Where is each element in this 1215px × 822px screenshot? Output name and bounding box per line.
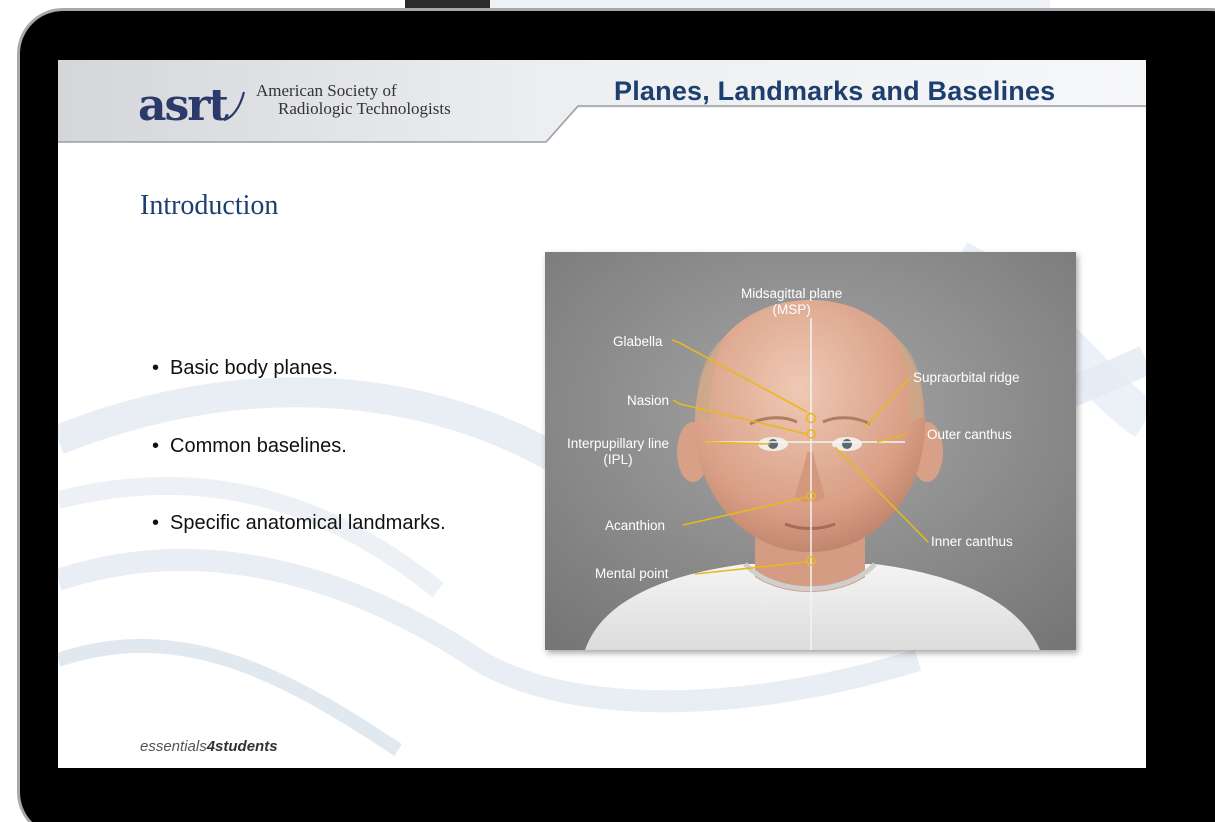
acanthion-label: Acanthion [605, 518, 665, 534]
outer-canthus-label: Outer canthus [927, 427, 1012, 443]
bullet-item: Common baselines. [170, 435, 347, 458]
org-name-line2: Radiologic Technologists [256, 100, 451, 118]
inner-canthus-label: Inner canthus [931, 534, 1013, 550]
bullet-item: Basic body planes. [170, 357, 338, 380]
bullet-item: Specific anatomical landmarks. [170, 512, 446, 535]
ipl-label: Interpupillary line (IPL) [567, 436, 669, 468]
org-name-line1: American Society of [256, 82, 451, 100]
logo-swoosh-icon [222, 88, 248, 124]
footer-brand: essentials4students [140, 738, 278, 755]
slide-screen: asrt American Society of Radiologic Tech… [58, 60, 1146, 768]
mental-point-label: Mental point [595, 566, 669, 582]
asrt-logo: asrt [138, 80, 227, 131]
msp-label: Midsagittal plane (MSP) [741, 286, 842, 318]
supraorbital-ridge-label: Supraorbital ridge [913, 370, 1020, 386]
org-name: American Society of Radiologic Technolog… [256, 82, 451, 118]
glabella-label: Glabella [613, 334, 663, 350]
slide-title: Planes, Landmarks and Baselines [614, 76, 1055, 107]
face-landmark-figure: Midsagittal plane (MSP) Glabella Nasion … [545, 252, 1076, 650]
nasion-label: Nasion [627, 393, 669, 409]
section-heading: Introduction [140, 190, 278, 222]
